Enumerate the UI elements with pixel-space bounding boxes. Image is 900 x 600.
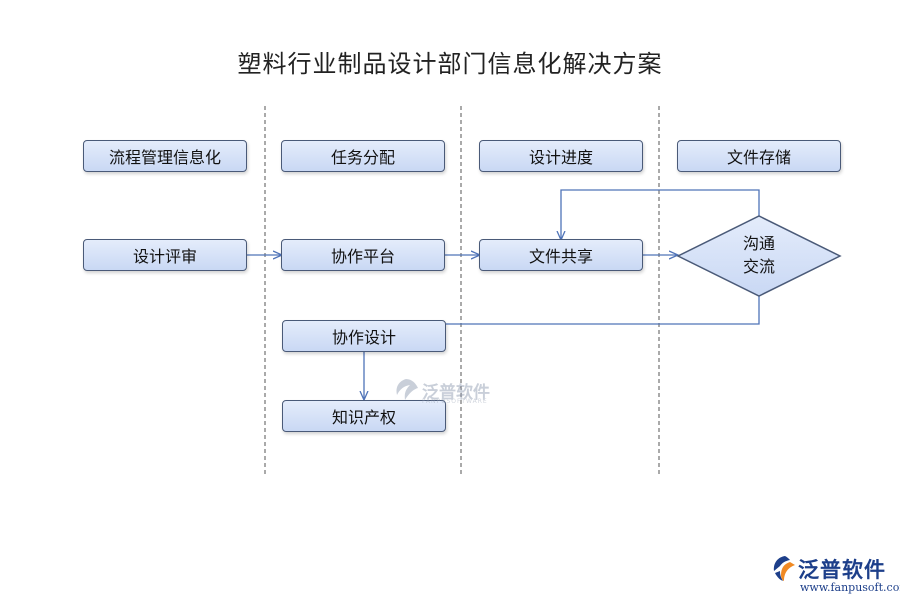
node-pingtai: 协作平台: [281, 239, 445, 271]
brand-logo-icon: [773, 556, 795, 581]
node-jindu: 设计进度: [479, 140, 643, 172]
diamond-label: 沟通 交流: [719, 232, 799, 278]
node-gongxiang: 文件共享: [479, 239, 643, 271]
node-liucheng: 流程管理信息化: [83, 140, 247, 172]
node-xiezuo-sheji: 协作设计: [282, 320, 446, 352]
node-renwu: 任务分配: [281, 140, 445, 172]
diamond-label-line2: 交流: [742, 257, 775, 276]
brand-logo-url: www.fanpusoft.com: [800, 581, 900, 594]
arrow-goutong-to-gongxiang: [561, 189, 760, 239]
node-zhishi: 知识产权: [282, 400, 446, 432]
line-goutong-to-xiezuo: [446, 296, 760, 325]
diamond-goutong: [676, 215, 842, 297]
watermark-logo-icon: [396, 379, 418, 400]
diamond-label-line1: 沟通: [742, 234, 775, 253]
watermark-text: 泛普软件: [422, 382, 490, 403]
node-cunchu: 文件存储: [677, 140, 841, 172]
node-pingshen: 设计评审: [83, 239, 247, 271]
brand-logo-text: 泛普软件: [798, 558, 886, 582]
brand-logo: 泛普软件 www.fanpusoft.com: [770, 554, 900, 596]
watermark-sub: FANPUSOFTWARE: [422, 398, 488, 405]
page-title: 塑料行业制品设计部门信息化解决方案: [237, 50, 663, 78]
watermark: 泛普软件 FANPUSOFTWARE: [392, 377, 490, 405]
